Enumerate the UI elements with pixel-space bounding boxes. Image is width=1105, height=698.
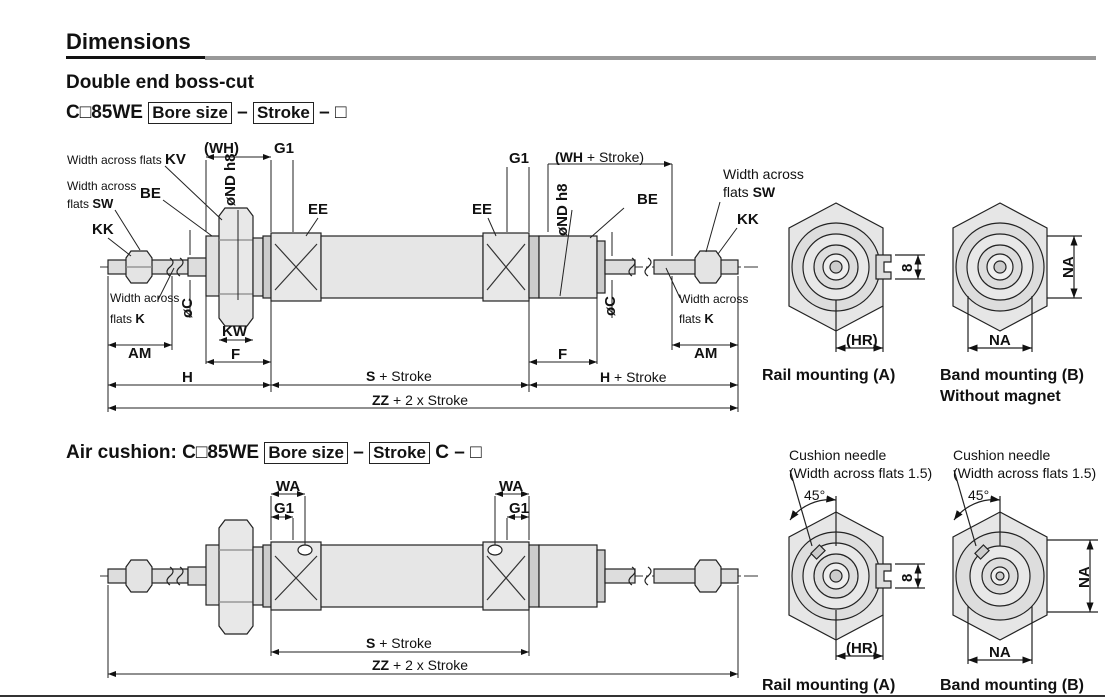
bottom-rule (0, 695, 1105, 697)
label-wa-right: WA (499, 478, 523, 495)
rail-mounting-caption-bottom: Rail mounting (A) (762, 677, 896, 694)
stroke-box: Stroke (369, 442, 430, 464)
label-wh: (WH) (204, 140, 239, 157)
label-hr-top: (HR) (846, 332, 878, 349)
label-kk-right: KK (737, 211, 759, 228)
label-h: H (182, 369, 193, 386)
label-kw: KW (222, 323, 248, 340)
label-width-across-sw-right: Width across (723, 166, 804, 182)
label-45deg-rail: 45° (804, 487, 825, 503)
section-title: Dimensions (66, 29, 191, 54)
label-width-across-sw-right-2: flats SW (723, 184, 776, 200)
band-mounting-view-top (952, 202, 1082, 352)
label-cushion-needle-band: Cushion needle (953, 447, 1051, 463)
label-8-top: 8 (899, 264, 916, 272)
label-ee-left: EE (308, 201, 328, 218)
label-hr-bottom: (HR) (846, 640, 878, 657)
rail-mounting-caption-top: Rail mounting (A) (762, 367, 896, 384)
bottom-title-text: Air cushion: C□85WE (66, 442, 260, 463)
label-width-across-sw: Width across (67, 179, 136, 193)
label-c-right: øC (602, 296, 619, 316)
label-ee-right: EE (472, 201, 492, 218)
band-mounting-caption-bottom: Band mounting (B) (940, 677, 1084, 694)
bottom-dimensions (107, 491, 739, 678)
label-width-across-sw-2: flats SW (67, 196, 114, 211)
top-title: Double end boss-cut (66, 72, 254, 93)
dash: – (319, 102, 330, 123)
label-s-stroke-bottom: S + Stroke (366, 635, 432, 651)
label-am-left: AM (128, 345, 151, 362)
label-nd-right: øND h8 (554, 184, 571, 237)
label-na-top: NA (989, 332, 1011, 349)
label-na-bottom: NA (989, 644, 1011, 661)
top-model: C□85WE Bore size – Stroke – □ (66, 102, 347, 124)
band-mounting-view-bottom (952, 469, 1098, 664)
dash: – (353, 442, 364, 463)
label-width-across-needle-rail: (Width across flats 1.5) (789, 465, 932, 481)
band-mounting-caption-top: Band mounting (B) (940, 367, 1084, 384)
label-am-right: AM (694, 345, 717, 362)
label-g1-left: G1 (274, 140, 294, 157)
bore-size-box: Bore size (148, 102, 232, 124)
label-width-across-k-right: Width across (679, 292, 748, 306)
section-rule-grey (205, 56, 1096, 60)
label-na-top-vertical: NA (1060, 256, 1077, 278)
label-8-bottom: 8 (899, 574, 916, 582)
label-width-across-needle-band: (Width across flats 1.5) (953, 465, 1096, 481)
label-f-left: F (231, 346, 240, 363)
cushion-code: C (435, 442, 450, 463)
label-width-across-k-right-2: flats K (679, 311, 714, 326)
label-width-across-kv: Width across flats KV (67, 151, 186, 168)
dash: – (454, 442, 465, 463)
label-na-bottom-vertical: NA (1076, 566, 1093, 588)
label-zz-bottom: ZZ + 2 x Stroke (372, 657, 468, 673)
label-be-left: BE (140, 185, 161, 202)
label-g1-right: G1 (509, 150, 529, 167)
top-cylinder (100, 207, 760, 327)
label-h-stroke: H + Stroke (600, 369, 667, 385)
label-s-stroke: S + Stroke (366, 368, 432, 384)
label-wa-left: WA (276, 478, 300, 495)
model-prefix: C□85WE (66, 102, 143, 123)
top-dimensions (107, 154, 739, 412)
label-nd-left: øND h8 (222, 154, 239, 207)
label-cushion-needle-rail: Cushion needle (789, 447, 887, 463)
label-c-left: øC (179, 298, 196, 318)
without-magnet-caption: Without magnet (940, 388, 1061, 405)
label-45deg-band: 45° (968, 487, 989, 503)
bore-size-box: Bore size (264, 442, 348, 464)
bottom-title: Air cushion: C□85WE Bore size – Stroke C… (66, 442, 482, 464)
dash: – (237, 102, 248, 123)
rail-mounting-view-top (788, 202, 925, 352)
label-f-right: F (558, 346, 567, 363)
label-kk-left: KK (92, 221, 114, 238)
bottom-cylinder (100, 519, 760, 635)
suffix-box: □ (470, 442, 482, 463)
label-width-across-k-left: Width across (110, 291, 179, 305)
rail-mounting-view-bottom (788, 469, 925, 660)
label-zz: ZZ + 2 x Stroke (372, 392, 468, 408)
stroke-box: Stroke (252, 102, 314, 124)
label-be-right: BE (637, 191, 658, 208)
label-wh-stroke: (WH + Stroke) (555, 149, 644, 165)
label-width-across-k-left-2: flats K (110, 311, 145, 326)
suffix-box: □ (335, 102, 347, 123)
label-g1-bottom-left: G1 (274, 500, 294, 517)
label-g1-bottom-right: G1 (509, 500, 529, 517)
